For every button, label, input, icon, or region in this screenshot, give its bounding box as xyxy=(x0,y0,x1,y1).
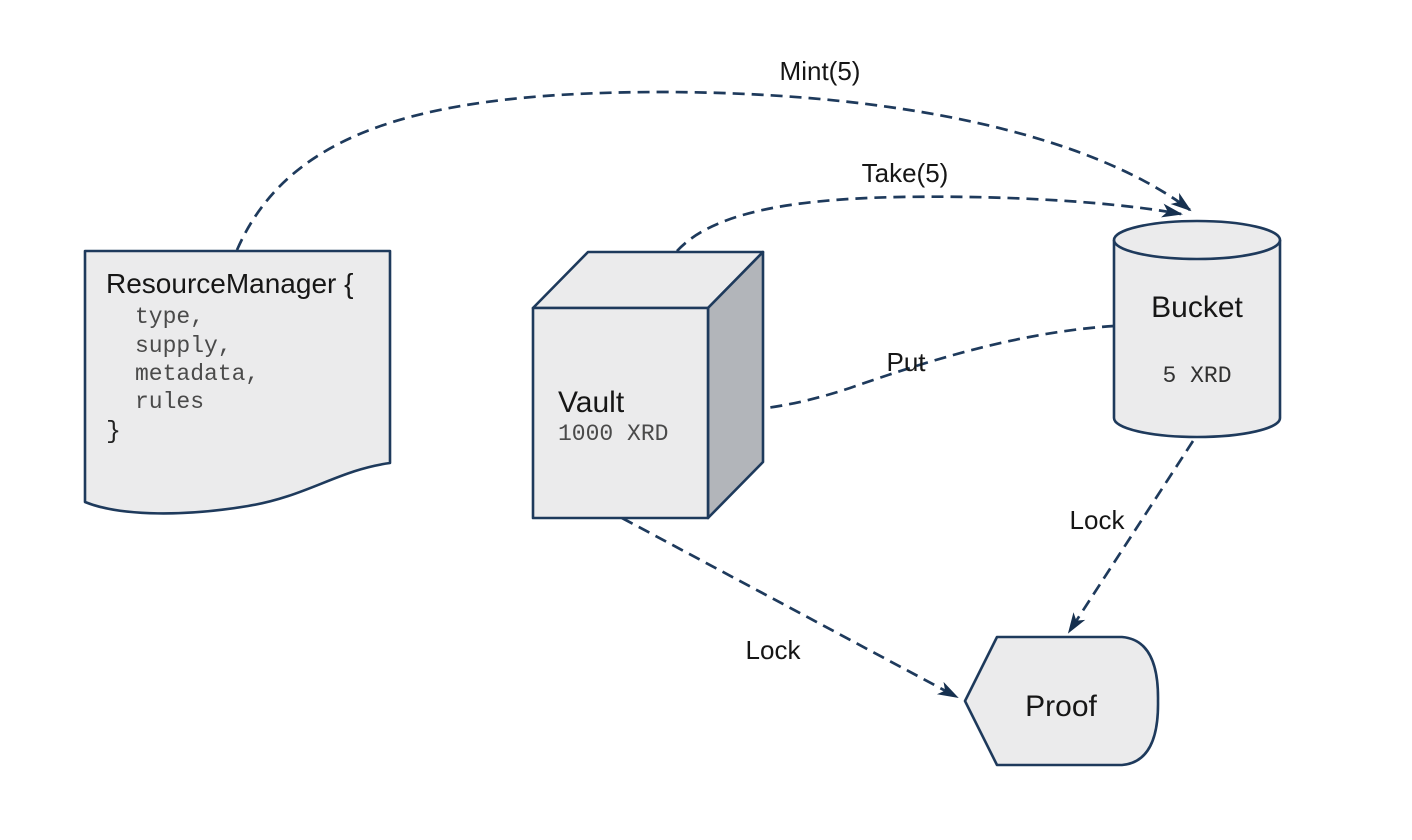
vault-amount: 1000 XRD xyxy=(558,421,668,447)
resource-manager-field-supply: supply, xyxy=(135,333,232,359)
bucket-top-ellipse xyxy=(1112,219,1282,261)
proof-shape xyxy=(963,635,1160,767)
proof-node: Proof xyxy=(963,635,1160,767)
proof-title: Proof xyxy=(1025,690,1097,723)
resource-manager-shape xyxy=(83,249,392,515)
resource-manager-closing-brace: } xyxy=(106,417,121,446)
bucket-node: Bucket 5 XRD xyxy=(1112,219,1282,439)
bucket-body xyxy=(1112,240,1282,439)
edge-put: Put xyxy=(715,324,1115,419)
resource-manager-field-type: type, xyxy=(135,304,204,330)
edge-label-mint: Mint(5) xyxy=(780,56,861,86)
edge-lock-bucket: Lock xyxy=(1067,440,1195,634)
vault-front-face xyxy=(531,306,710,520)
edge-take-path xyxy=(676,195,1183,252)
bucket-title: Bucket xyxy=(1151,291,1243,324)
edge-label-lock-vault: Lock xyxy=(746,635,802,665)
resource-manager-title: ResourceManager { xyxy=(106,268,353,299)
edge-mint: Mint(5) xyxy=(235,56,1192,251)
edge-take: Take(5) xyxy=(676,158,1183,252)
edge-mint-path xyxy=(235,90,1192,251)
edge-label-take: Take(5) xyxy=(862,158,949,188)
vault-title: Vault xyxy=(558,386,625,419)
resource-manager-node: ResourceManager { type, supply, metadata… xyxy=(83,249,392,515)
resource-manager-field-rules: rules xyxy=(135,389,204,415)
resource-manager-field-metadata: metadata, xyxy=(135,361,259,387)
edge-lock-vault-path xyxy=(621,516,959,699)
edge-lock-bucket-path xyxy=(1067,440,1195,634)
edge-label-lock-bucket: Lock xyxy=(1070,505,1126,535)
edge-label-put: Put xyxy=(886,347,926,377)
edge-lock-vault: Lock xyxy=(621,516,959,699)
bucket-amount: 5 XRD xyxy=(1162,363,1231,389)
vault-node: Vault 1000 XRD xyxy=(531,250,765,520)
